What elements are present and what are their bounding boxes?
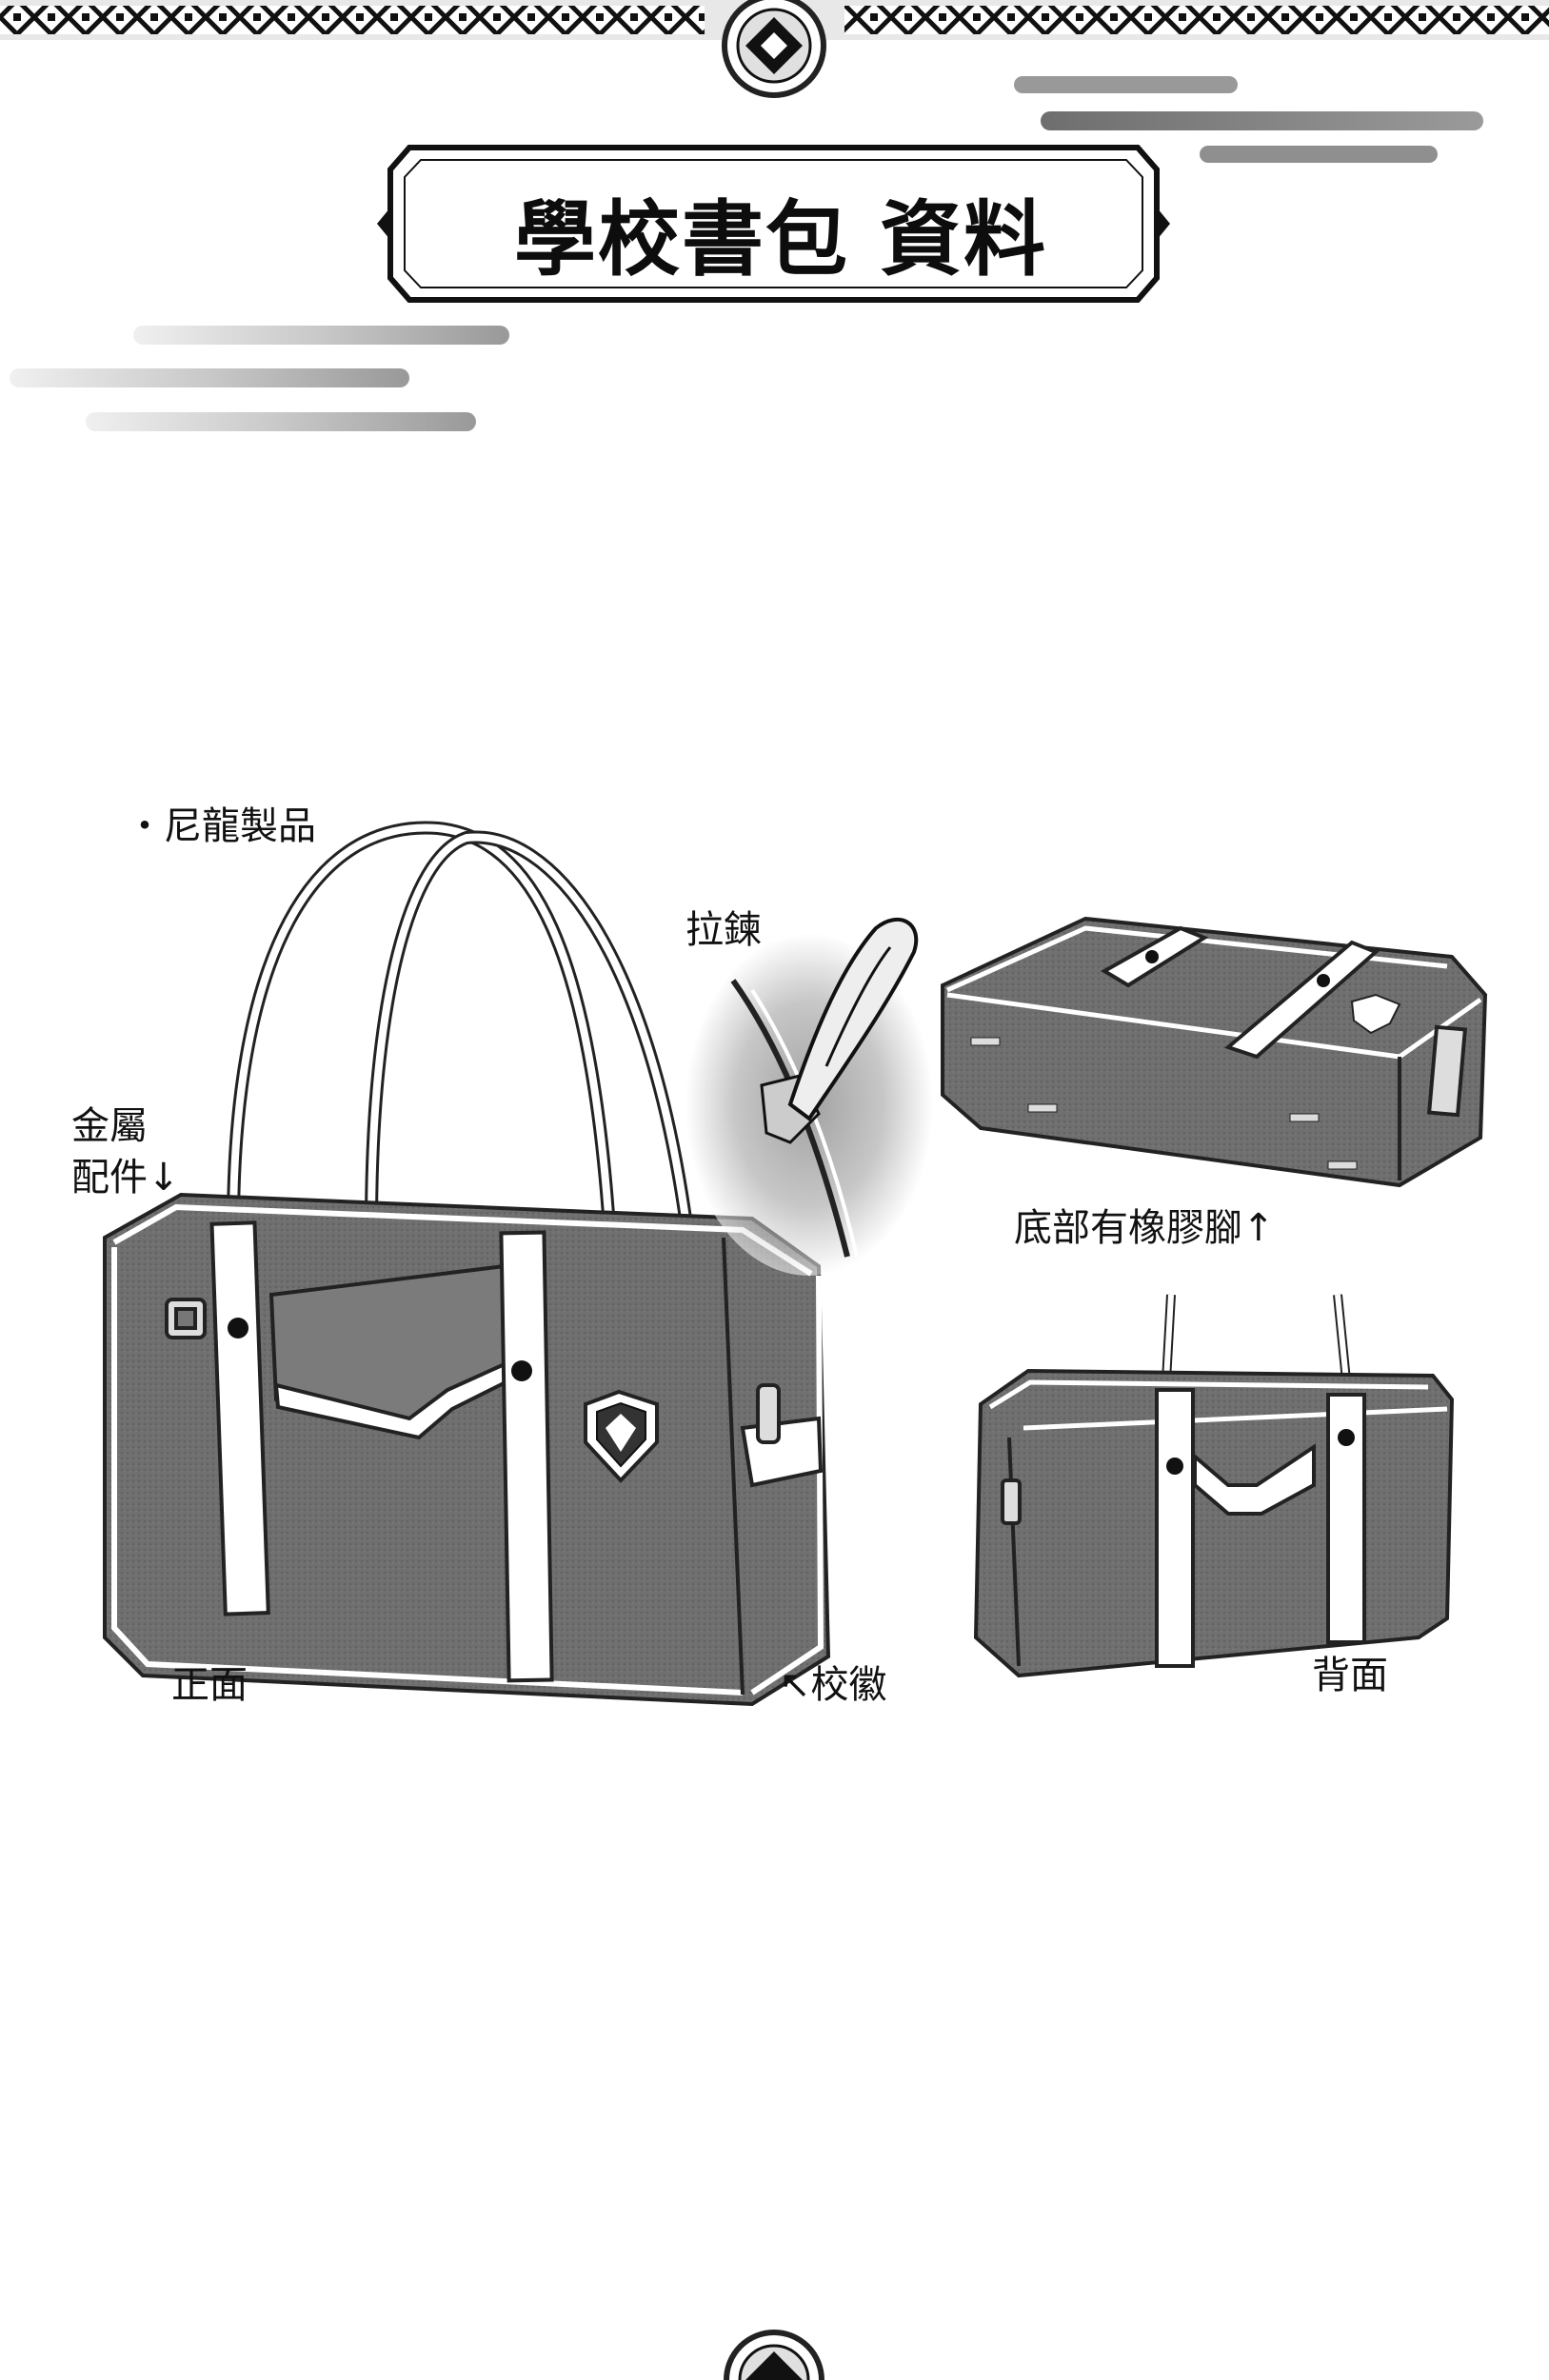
front-bag-drawing [103, 821, 831, 1707]
cloud-decoration-left [10, 326, 509, 431]
page-title: 學校書包 資料 [514, 190, 1047, 288]
zipper-closeup-drawing [685, 917, 933, 1276]
nylon-label: ・尼龍製品 [126, 804, 316, 848]
bottom-ornament [724, 2330, 824, 2380]
metal-parts-label-line1: 金屬 [71, 1104, 148, 1148]
cloud-decoration-right [1014, 76, 1483, 163]
zipper-label: 拉鍊 [685, 908, 762, 952]
school-emblem-label: ↖校徽 [779, 1663, 887, 1707]
top-border [0, 0, 1549, 98]
back-label: 背面 [1312, 1654, 1388, 1697]
rubber-feet-label: 底部有橡膠腳↑ [1014, 1206, 1275, 1250]
bottom-view-bag-drawing [941, 916, 1488, 1188]
title-frame [377, 145, 1170, 303]
front-label: 正面 [171, 1663, 248, 1707]
metal-parts-label-line2: 配件↓ [71, 1156, 180, 1200]
back-view-bag-drawing [973, 1265, 1455, 1678]
